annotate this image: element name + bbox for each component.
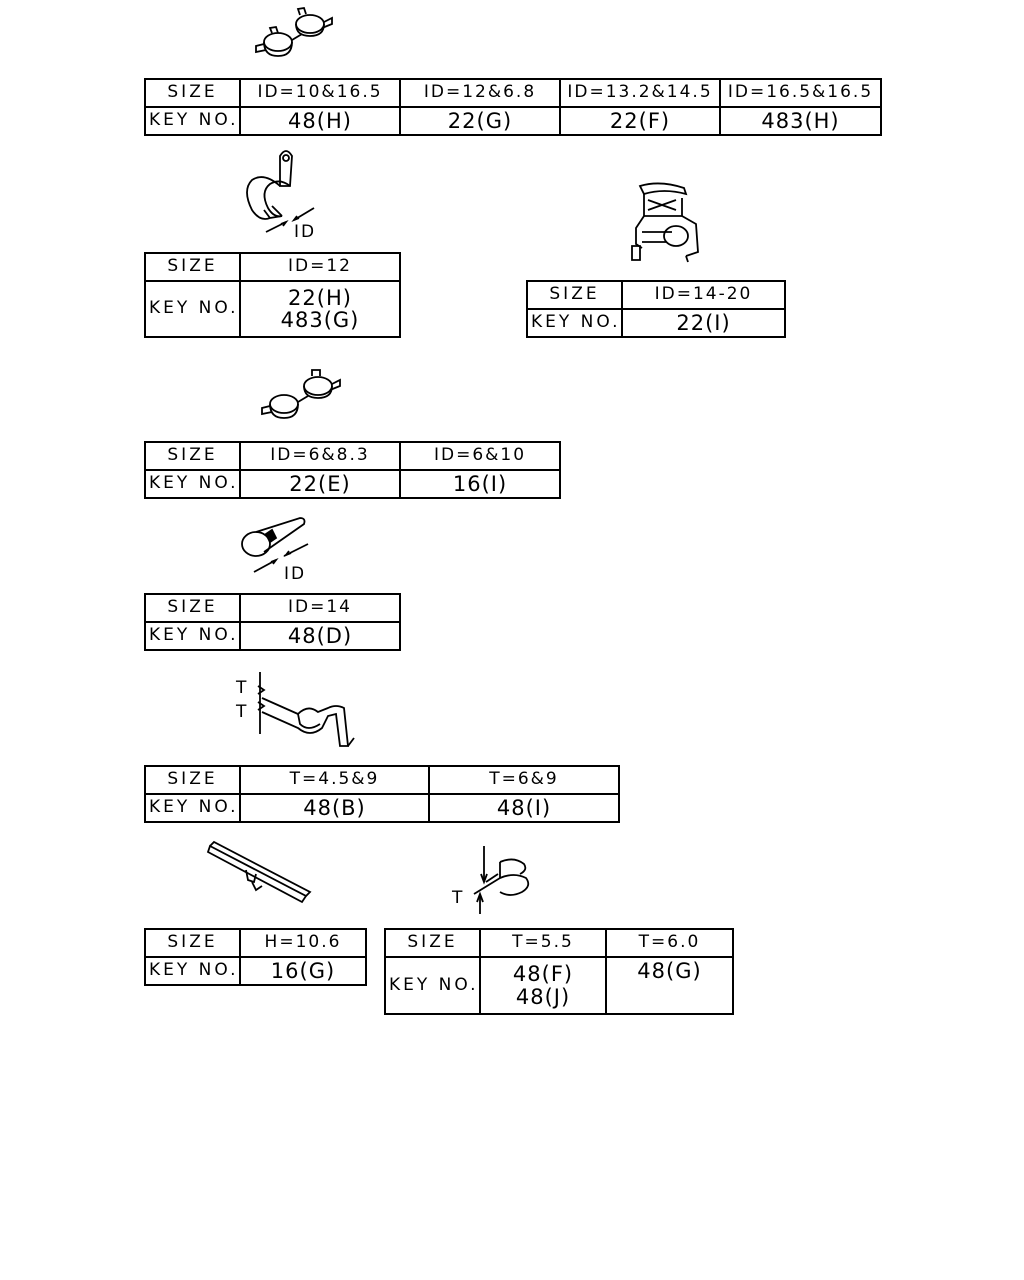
size-label: SIZE [526, 280, 623, 310]
double-hose-clamp-illustration [250, 6, 340, 62]
key-number-cell: 48(B) [239, 793, 430, 823]
size-key-table-formed-bracket: SIZE T=4.5&9 T=6&9 KEY NO. 48(B) 48(I) [144, 765, 620, 823]
size-cell: ID=10&16.5 [239, 78, 401, 108]
size-cell: ID=6&8.3 [239, 441, 401, 471]
key-number: 48(J) [515, 984, 571, 1009]
single-clip-with-tab-illustration: ID [236, 146, 326, 242]
size-key-table-pipe-clip: SIZE ID=14 KEY NO. 48(D) [144, 593, 401, 651]
key-no-label: KEY NO. [144, 280, 241, 338]
size-label: SIZE [144, 928, 241, 958]
key-number-cell: 22(G) [399, 106, 561, 136]
key-no-label: KEY NO. [526, 308, 623, 338]
key-number-cell: 22(I) [621, 308, 786, 338]
t-dimension-lower-label: T [236, 702, 249, 722]
long-retainer-strip-illustration [206, 840, 312, 908]
size-key-table-vertical-bracket: SIZE ID=14-20 KEY NO. 22(I) [526, 280, 786, 338]
size-key-table-small-double-clamp: SIZE ID=6&8.3 ID=6&10 KEY NO. 22(E) 16(I… [144, 441, 561, 499]
formed-bracket-illustration: T T [234, 668, 360, 758]
size-label: SIZE [144, 252, 241, 282]
key-no-label: KEY NO. [144, 469, 241, 499]
key-no-label: KEY NO. [384, 956, 481, 1015]
size-cell: ID=13.2&14.5 [559, 78, 721, 108]
key-number-cell: 22(H) 483(G) [239, 280, 401, 338]
size-key-table-single-clip: SIZE ID=12 KEY NO. 22(H) 483(G) [144, 252, 401, 338]
key-no-label: KEY NO. [144, 793, 241, 823]
size-key-table-retainer-strip: SIZE H=10.6 KEY NO. 16(G) [144, 928, 367, 986]
key-number-cell: 16(I) [399, 469, 561, 499]
size-cell: T=6.0 [605, 928, 734, 958]
size-cell: ID=14 [239, 593, 401, 623]
double-hose-clamp-small-illustration [258, 368, 348, 424]
key-no-label: KEY NO. [144, 621, 241, 651]
key-number-cell: 16(G) [239, 956, 367, 986]
key-number: 22(H) [288, 285, 352, 310]
size-label: SIZE [144, 78, 241, 108]
size-cell: H=10.6 [239, 928, 367, 958]
pipe-clip-illustration: ID [236, 512, 326, 584]
key-number-cell: 48(G) [605, 956, 734, 1015]
size-label: SIZE [384, 928, 481, 958]
size-label: SIZE [144, 765, 241, 795]
size-label: SIZE [144, 441, 241, 471]
key-number-cell: 48(H) [239, 106, 401, 136]
size-cell: ID=6&10 [399, 441, 561, 471]
t-dimension-label: T [452, 888, 465, 908]
size-key-table-spring-clip: SIZE T=5.5 T=6.0 KEY NO. 48(F) 48(J) 48(… [384, 928, 734, 1015]
size-cell: ID=12 [239, 252, 401, 282]
key-number-cell: 22(F) [559, 106, 721, 136]
size-cell: ID=16.5&16.5 [719, 78, 882, 108]
size-cell: T=6&9 [428, 765, 620, 795]
size-cell: T=5.5 [479, 928, 607, 958]
key-no-label: KEY NO. [144, 106, 241, 136]
key-number: 483(G) [280, 308, 360, 332]
key-number-cell: 483(H) [719, 106, 882, 136]
size-cell: T=4.5&9 [239, 765, 430, 795]
id-dimension-label: ID [284, 564, 307, 584]
t-dimension-upper-label: T [236, 678, 249, 698]
key-number: 48(F) [512, 962, 574, 987]
size-cell: ID=12&6.8 [399, 78, 561, 108]
key-number-cell: 48(I) [428, 793, 620, 823]
key-no-label: KEY NO. [144, 956, 241, 986]
key-number-cell: 48(F) 48(J) [479, 956, 607, 1015]
id-dimension-label: ID [294, 222, 317, 242]
key-number: 48(G) [637, 959, 702, 983]
size-cell: ID=14-20 [621, 280, 786, 310]
vertical-bracket-clip-illustration [626, 180, 706, 266]
key-number-cell: 22(E) [239, 469, 401, 499]
key-number-cell: 48(D) [239, 621, 401, 651]
size-label: SIZE [144, 593, 241, 623]
spring-clip-illustration: T [450, 842, 534, 918]
size-key-table-double-clamp: SIZE ID=10&16.5 ID=12&6.8 ID=13.2&14.5 I… [144, 78, 882, 136]
